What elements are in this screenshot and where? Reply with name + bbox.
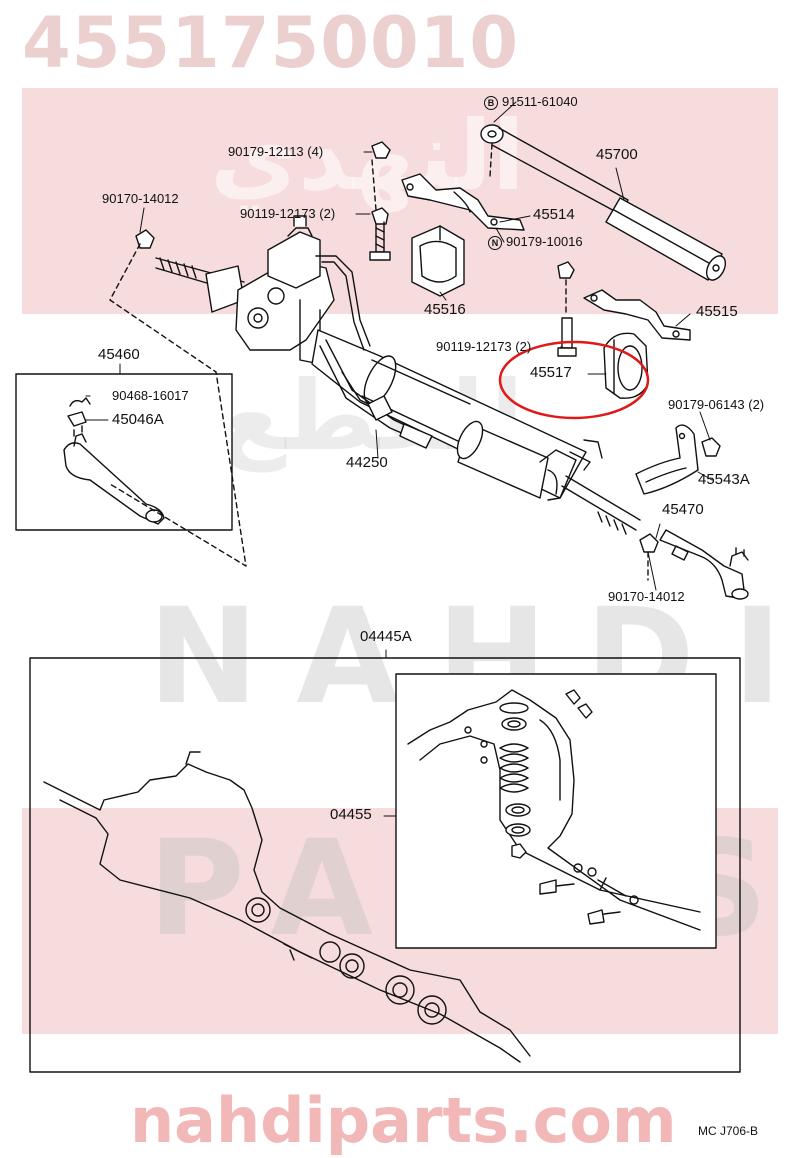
b-mark-icon: B: [484, 96, 498, 110]
label-90179-12113: 90179-12113 (4): [228, 144, 324, 159]
label-04445a: 04445A: [360, 628, 412, 645]
label-45514: 45514: [533, 206, 575, 223]
grommet-left: [411, 225, 465, 297]
label-90179-06143: 90179-06143 (2): [668, 397, 765, 412]
bracket-upper: [401, 173, 525, 231]
label-90119-12173-lower: 90119-12173 (2): [436, 339, 532, 354]
gasket-kit-parts: [43, 751, 531, 1063]
steering-damper: [480, 124, 727, 281]
tie-rod-left: [63, 397, 165, 525]
label-90170-14012-right: 90170-14012: [608, 589, 685, 604]
label-90170-14012-left: 90170-14012: [102, 191, 179, 206]
label-45543a: 45543A: [698, 471, 750, 488]
watermark-band-top: [22, 88, 778, 314]
label-45700: 45700: [596, 146, 638, 163]
dashed-leaders: [109, 143, 649, 581]
label-04455: 04455: [330, 806, 372, 823]
seal-kit-box: [395, 673, 717, 949]
label-45460: 45460: [98, 346, 140, 363]
leader-lines: [85, 101, 713, 591]
label-44250: 44250: [346, 454, 388, 471]
n-mark-icon: N: [488, 236, 502, 250]
label-45516: 45516: [424, 301, 466, 318]
bracket-lower: [635, 424, 699, 495]
highlight-ellipse: [498, 340, 650, 420]
watermark-website: nahdiparts.com: [130, 1084, 677, 1157]
tie-rod-right: [659, 529, 749, 600]
gasket-kit-box: [29, 657, 741, 1073]
hydraulic-pipes: [315, 255, 433, 449]
seal-kit-parts: [407, 689, 701, 931]
label-45515: 45515: [696, 303, 738, 320]
fasteners: [135, 141, 721, 553]
watermark-part-number: 4551750010: [22, 2, 520, 84]
diagram-code: MC J706-B: [698, 1124, 759, 1138]
bracket-right: [583, 289, 691, 341]
label-45046a: 45046A: [112, 411, 164, 428]
steering-gear: [155, 215, 641, 535]
label-90468-16017: 90468-16017: [112, 388, 189, 403]
label-45470: 45470: [662, 501, 704, 518]
label-45517: 45517: [530, 364, 572, 381]
label-90119-12173-upper: 90119-12173 (2): [240, 206, 336, 221]
